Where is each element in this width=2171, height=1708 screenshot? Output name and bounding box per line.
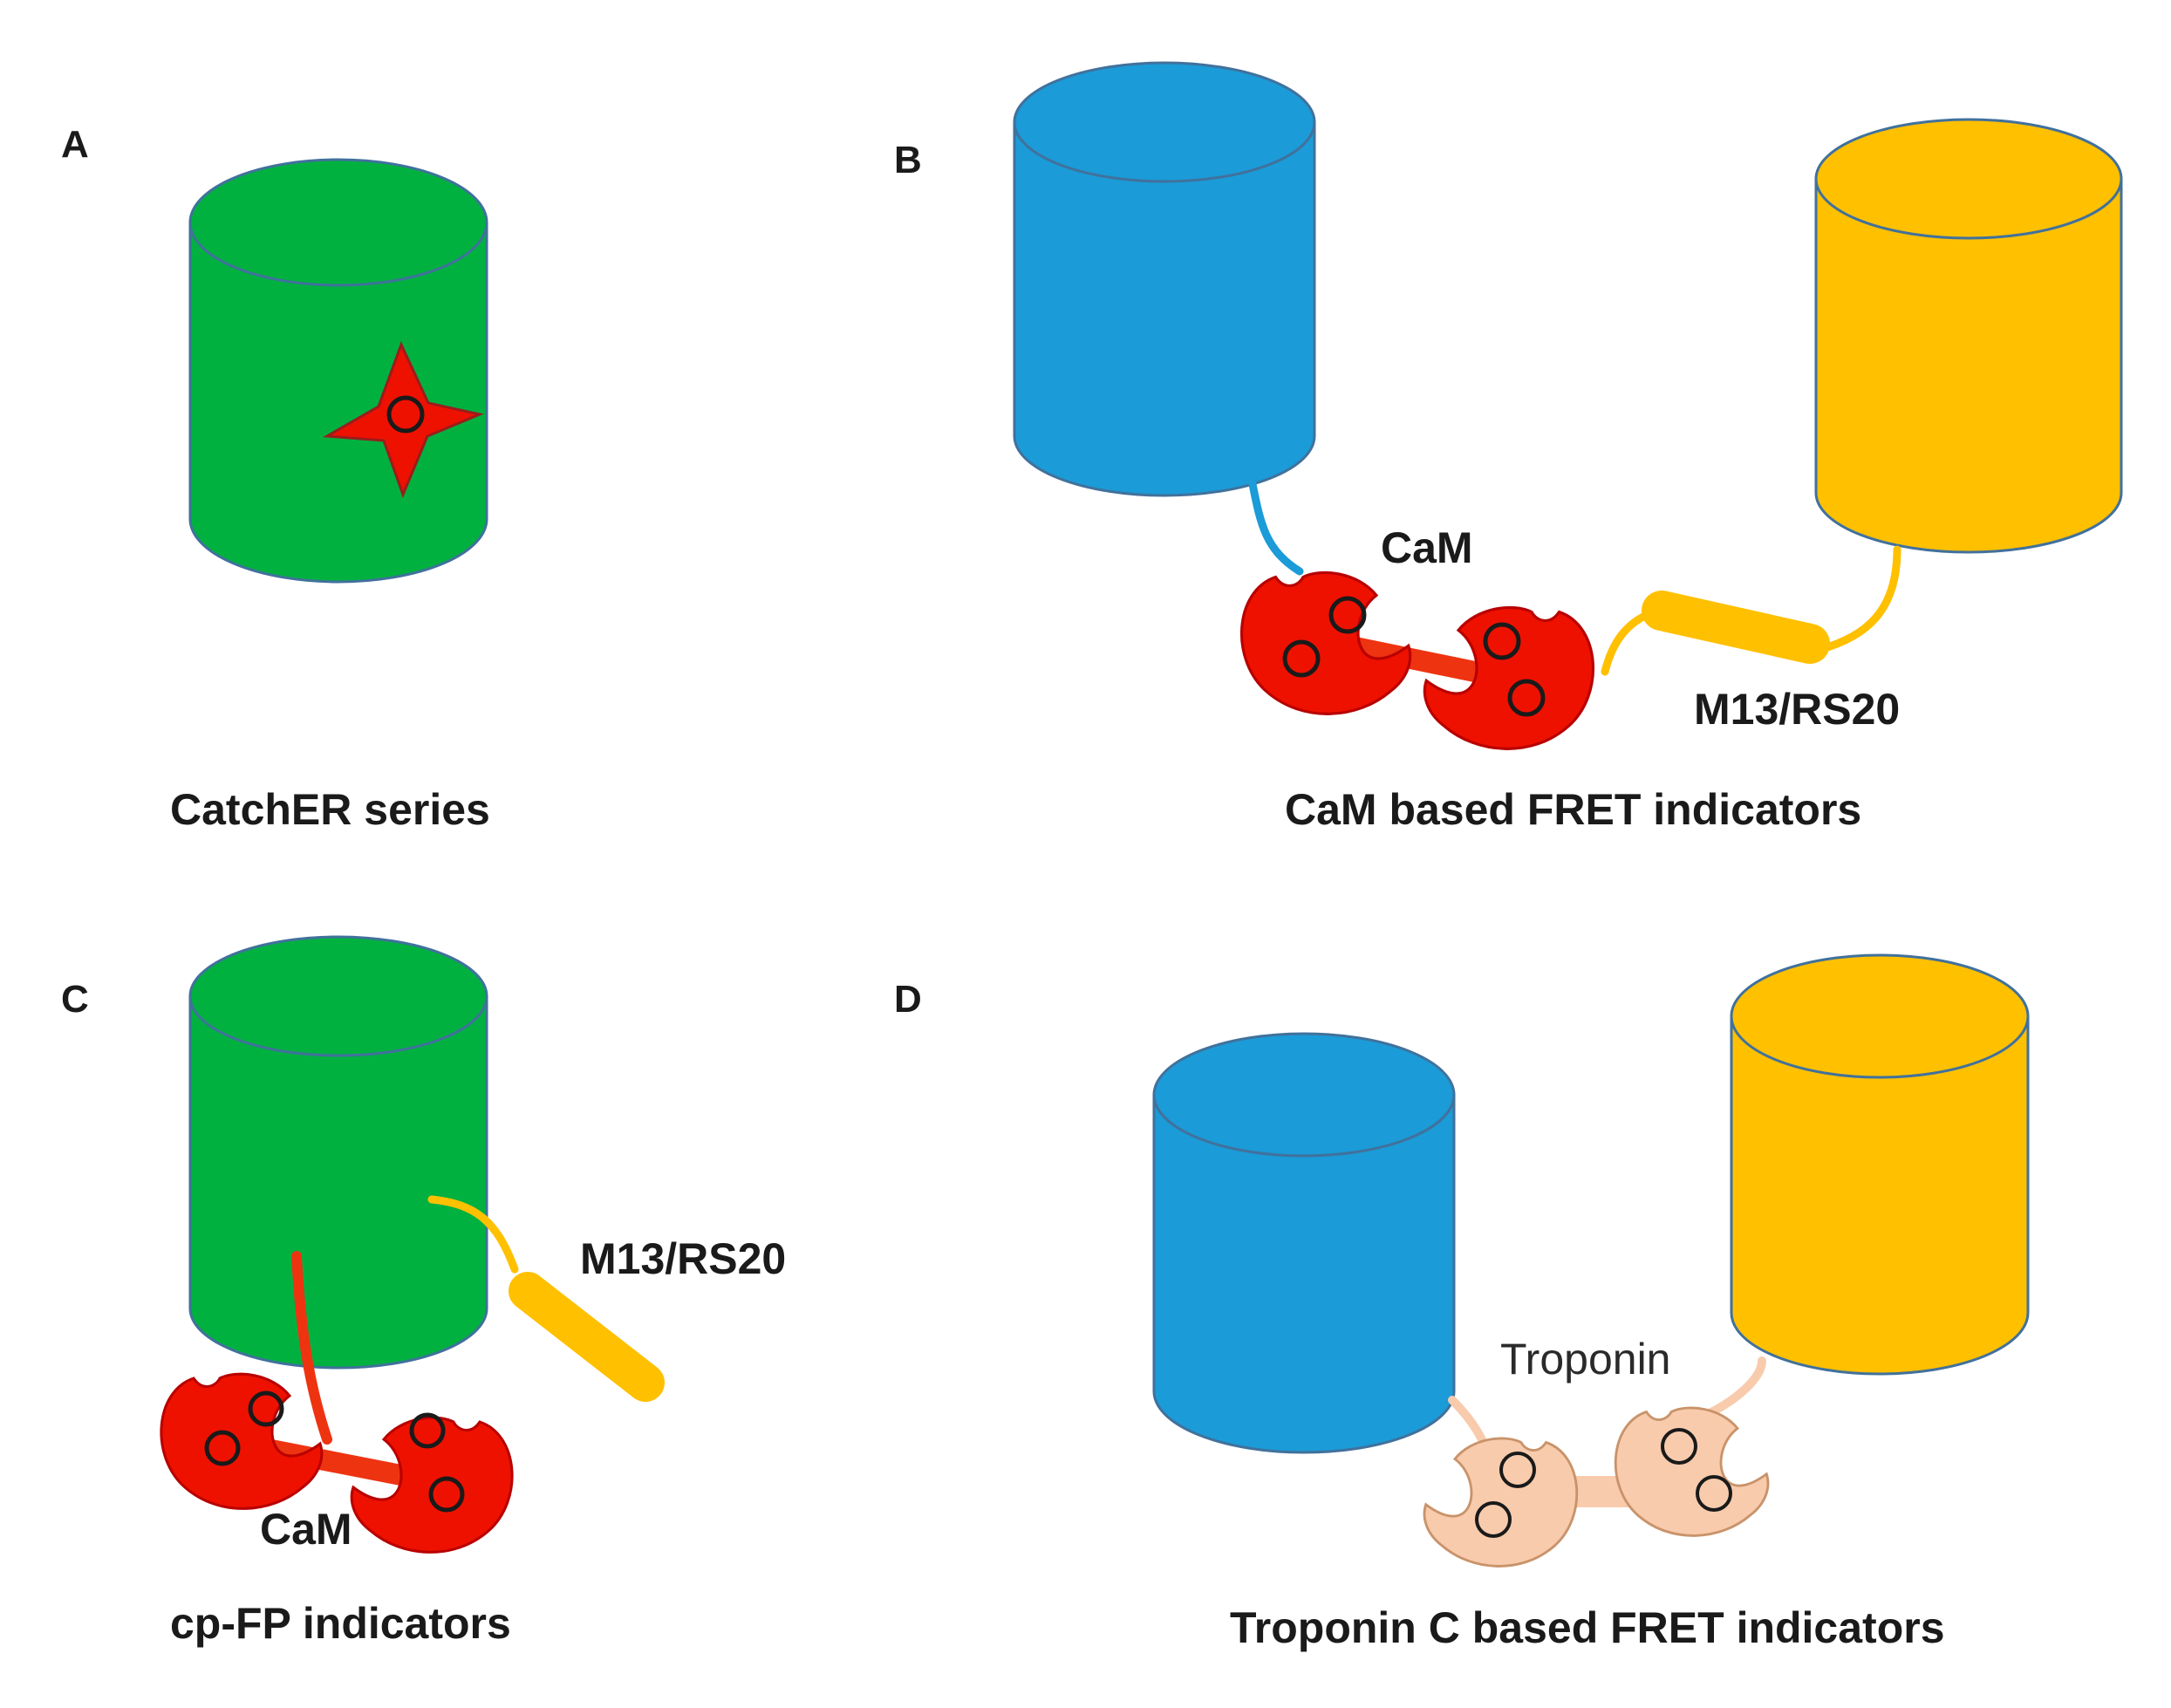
c-yellow-linker	[427, 1195, 519, 1274]
acceptor-fp-cylinder-yellow	[1814, 118, 2123, 554]
panel-c-peptide-label: M13/RS20	[580, 1234, 786, 1283]
panel-b-letter: B	[894, 139, 922, 181]
catcher-cylinder	[188, 158, 488, 584]
donor-fp-cylinder-blue	[1013, 61, 1316, 497]
d-donor-fp-cylinder-blue	[1152, 1032, 1456, 1454]
panel-b-peptide-label: M13/RS20	[1694, 685, 1900, 734]
c-m13-peptide	[509, 1272, 665, 1402]
calmodulin	[1239, 570, 1595, 750]
panel-c-cam-label: CaM	[260, 1505, 352, 1554]
d-linker-right	[1705, 1356, 1766, 1418]
panel-a: A CatchER series	[61, 123, 490, 834]
panel-c-letter: C	[61, 978, 89, 1021]
c-calmodulin	[160, 1372, 514, 1554]
panel-b-cam-label: CaM	[1381, 523, 1473, 572]
calcium-site-star-icon	[323, 341, 484, 499]
panel-a-letter: A	[61, 123, 89, 166]
blue-linker	[1247, 475, 1304, 576]
panel-d-troponin-label: Troponin	[1500, 1335, 1670, 1383]
panel-c-caption: cp-FP indicators	[170, 1599, 511, 1648]
troponin-c	[1423, 1406, 1770, 1568]
panel-b-caption: CaM based FRET indicators	[1285, 785, 1861, 834]
c-red-linker	[291, 1251, 332, 1445]
panel-b: B CaM M13/RS20 CaM based FRET indicators	[894, 61, 2123, 834]
panel-d-caption: Troponin C based FRET indicators	[1230, 1603, 1945, 1652]
panel-c: C M13/RS20 CaM cp-FP indicators	[61, 935, 786, 1648]
yellow-linker-right	[1814, 545, 1901, 654]
panel-a-caption: CatchER series	[170, 785, 490, 834]
cpfp-cylinder	[188, 935, 488, 1370]
panel-d-letter: D	[894, 978, 922, 1021]
d-acceptor-fp-cylinder-yellow	[1730, 953, 2030, 1376]
panel-d: D Troponin Troponin C based FRET indicat…	[894, 953, 2030, 1652]
m13-peptide	[1642, 591, 1830, 664]
